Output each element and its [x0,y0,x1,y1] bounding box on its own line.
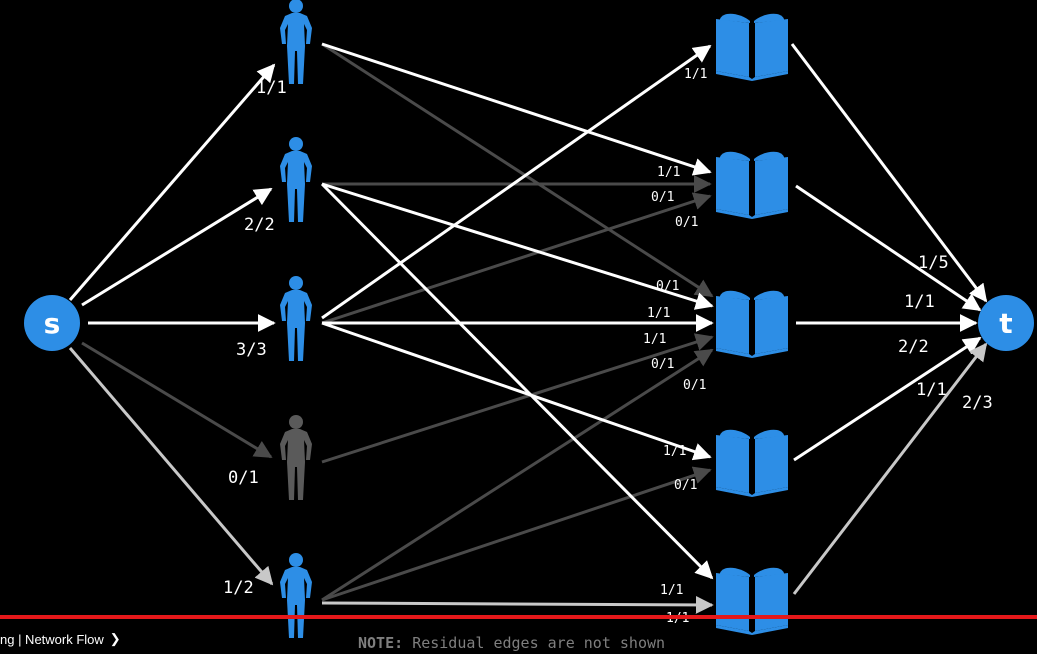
edge-p3-b2 [321,192,712,325]
edge-label-b2-t: 1/1 [904,292,935,312]
edge-b4-t [793,336,982,462]
person-icon-p5 [280,553,312,638]
book-icon-b1 [716,13,788,81]
edge-p5-b5 [321,595,714,614]
note-prefix: NOTE: [358,634,404,652]
edge-label-p2-b5: 1/1 [660,583,683,598]
edge-label-p3-b4: 1/1 [663,444,686,459]
edge-label-s-p1: 1/1 [256,78,287,98]
edge-p1-b3 [321,42,714,298]
edge-label-b3-t: 2/2 [898,337,929,357]
edge-label-b5-t: 2/3 [962,393,993,413]
residual-note: NOTE: Residual edges are not shown [358,634,665,652]
chapter-title: ng | Network Flow [0,631,104,647]
edge-p1-b2 [321,42,712,176]
book-icon-b2 [716,151,788,219]
edge-label-p1-b2: 1/1 [657,165,680,180]
edge-label-p1-b1: 1/1 [684,67,707,82]
sink-letter: t [999,307,1012,340]
edge-b1-t [790,43,988,303]
edge-s-p2 [81,187,273,307]
source-node: s [24,295,80,351]
edge-b2-t [795,184,982,312]
book-icon-b3 [716,290,788,358]
edge-p2-b3 [321,182,714,310]
person-icon-p4 [280,415,312,500]
chapter-breadcrumb[interactable]: ng | Network Flow ❯ [0,629,121,649]
source-letter: s [44,307,61,340]
book-icon-b5 [716,567,788,635]
edge-p3-b4 [321,321,712,461]
note-text: Residual edges are not shown [412,634,666,652]
edge-label-s-p2: 2/2 [244,215,275,235]
book-icon-b4 [716,429,788,497]
edge-label-p5-b3: 0/1 [683,378,706,393]
edge-label-b1-t: 1/5 [918,253,949,273]
edge-label-b4-t: 1/1 [916,380,947,400]
edge-p5-b4 [321,466,712,602]
edge-label-p4-b3: 0/1 [651,357,674,372]
edge-label-p2-b2: 0/1 [651,190,674,205]
video-progress-fill [0,615,1037,619]
sink-node: t [978,295,1034,351]
edge-label-s-p4: 0/1 [228,468,259,488]
edge-label-p3-b3: 1/1 [643,332,666,347]
person-icon-p1 [280,0,312,84]
edge-p2-b5 [320,182,714,580]
edge-label-s-p3: 3/3 [236,340,267,360]
edge-p5-b3 [321,348,714,602]
edge-label-p1-b3: 0/1 [656,279,679,294]
edge-p1-b1 [321,44,712,320]
person-icon-p2 [280,137,312,222]
edge-p4-b3 [321,333,714,464]
edge-label-p5-b4: 0/1 [674,478,697,493]
edge-s-p5 [68,347,274,586]
edge-label-p3-b2: 0/1 [675,215,698,230]
edge-label-p2-b3: 1/1 [647,306,670,321]
edge-s-p4 [81,341,273,459]
video-progress-bar[interactable] [0,615,1037,619]
edge-label-s-p5: 1/2 [223,578,254,598]
person-icon-p3 [280,276,312,361]
chevron-right-icon[interactable]: ❯ [109,631,121,646]
edge-s-p1 [68,63,276,301]
edge-b5-t [792,342,988,595]
